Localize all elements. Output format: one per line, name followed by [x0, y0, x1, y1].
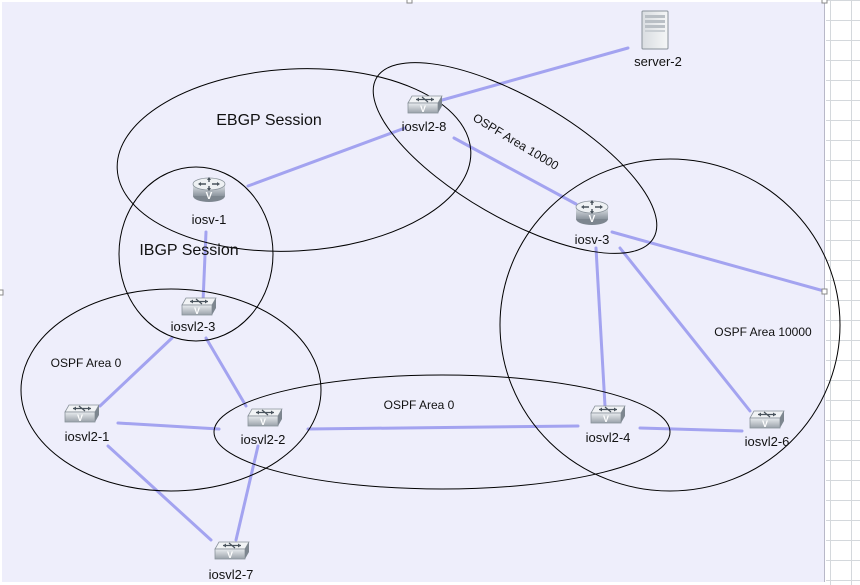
node-label-iosvl2-4: iosvl2-4 [586, 430, 631, 445]
switch-icon [749, 410, 785, 430]
links [98, 46, 826, 542]
node-server-2[interactable]: server-2 [634, 10, 682, 69]
switch-icon [64, 404, 100, 424]
node-iosvl2-2[interactable]: iosvl2-2 [241, 408, 286, 447]
router-icon [192, 176, 226, 203]
regions [20, 62, 841, 492]
ospf-area-0-left-label: OSPF Area 0 [51, 356, 122, 370]
ibgp-session-region [118, 166, 274, 342]
node-label-iosvl2-6: iosvl2-6 [745, 434, 790, 449]
link-iosvl2-3-iosvl2-1[interactable] [98, 336, 174, 408]
ospf-area-10000-right-label: OSPF Area 10000 [714, 325, 812, 339]
link-iosvl2-3-iosvl2-2[interactable] [204, 336, 248, 408]
switch-icon [247, 408, 283, 428]
switch-icon [590, 405, 626, 425]
ibgp-session-label: IBGP Session [139, 242, 238, 259]
resize-handle-top-right[interactable] [821, 0, 828, 4]
link-iosvl2-2-iosvl2-4[interactable] [306, 424, 580, 431]
router-icon [575, 199, 609, 226]
ospf-area-0-center-region [213, 374, 671, 490]
node-label-iosvl2-1: iosvl2-1 [65, 429, 110, 444]
switch-icon [214, 541, 250, 561]
ospf-area-0-center-label: OSPF Area 0 [384, 398, 455, 412]
node-iosv-3[interactable]: iosv-3 [575, 199, 610, 247]
ebgp-session-label: EBGP Session [216, 112, 322, 129]
node-iosvl2-8[interactable]: iosvl2-8 [402, 95, 447, 134]
ebgp-session-region [116, 68, 472, 252]
node-iosv-1[interactable]: iosv-1 [192, 176, 227, 227]
ospf-area-0-left-region [20, 288, 322, 492]
node-iosvl2-6[interactable]: iosvl2-6 [745, 410, 790, 449]
node-iosvl2-4[interactable]: iosvl2-4 [586, 405, 631, 445]
link-iosv-3-iosvl2-6[interactable] [618, 246, 752, 413]
node-iosvl2-3[interactable]: iosvl2-3 [171, 297, 217, 334]
switch-icon [181, 297, 217, 317]
node-label-iosvl2-7: iosvl2-7 [209, 567, 254, 582]
node-label-iosv-3: iosv-3 [575, 232, 610, 247]
ospf-area-10000-right-region [499, 158, 841, 492]
link-iosvl2-1-iosvl2-7[interactable] [106, 444, 213, 542]
link-iosvl2-1-iosvl2-2[interactable] [116, 421, 221, 431]
node-label-iosvl2-2: iosvl2-2 [241, 432, 286, 447]
ospf-area-10000-diag-region [372, 62, 658, 254]
resize-handle-left[interactable] [0, 289, 4, 296]
link-iosv-1-iosvl2-8[interactable] [246, 126, 407, 188]
server-icon [641, 10, 669, 50]
node-label-iosvl2-8: iosvl2-8 [402, 119, 447, 134]
ospf-area-10000-diag-label: OSPF Area 10000 [470, 111, 561, 173]
resize-handle-top[interactable] [406, 0, 413, 4]
switch-icon [407, 95, 443, 115]
resize-handle-right[interactable] [821, 288, 828, 295]
grid-background [826, 0, 860, 585]
link-iosvl2-2-iosvl2-7[interactable] [234, 444, 260, 542]
node-iosvl2-7[interactable]: iosvl2-7 [209, 541, 254, 582]
node-label-iosv-1: iosv-1 [192, 212, 227, 227]
link-iosvl2-8-iosv-3[interactable] [452, 136, 578, 206]
node-label-server-2: server-2 [634, 54, 682, 69]
link-iosv-3-external[interactable] [610, 230, 826, 293]
link-iosv-1-iosvl2-3[interactable] [201, 230, 208, 304]
link-iosv-3-iosvl2-4[interactable] [594, 246, 607, 408]
node-label-iosvl2-3: iosvl2-3 [171, 319, 216, 334]
link-iosvl2-8-server-2[interactable] [426, 46, 630, 106]
node-iosvl2-1[interactable]: iosvl2-1 [64, 404, 110, 444]
link-iosvl2-4-iosvl2-6[interactable] [638, 426, 744, 433]
